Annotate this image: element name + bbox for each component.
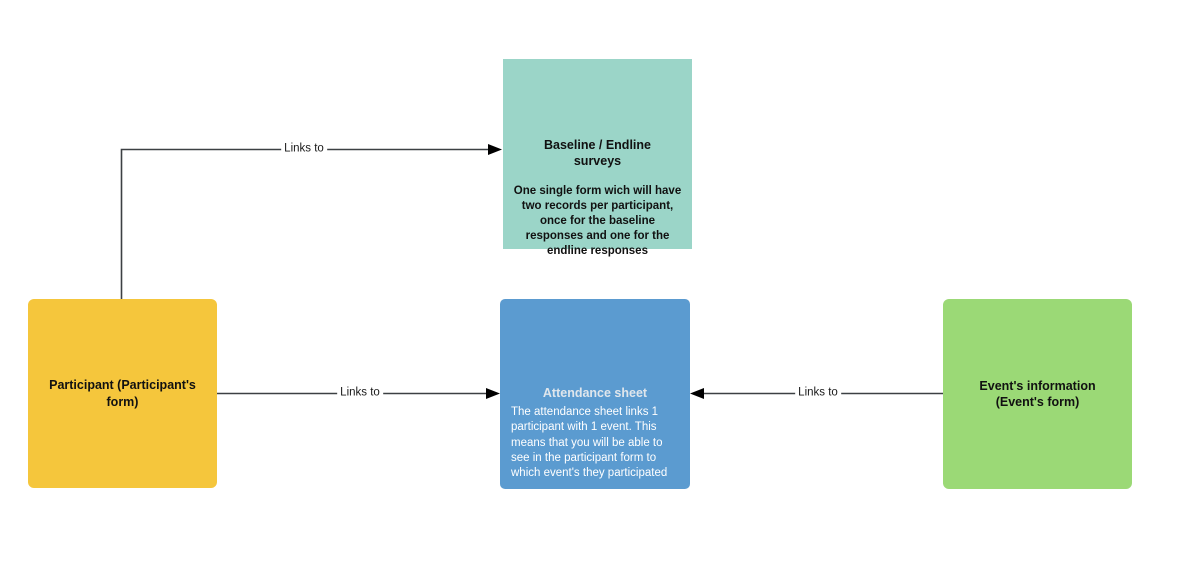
arrowhead-icon [488, 144, 502, 155]
node-surveys-title: Baseline / Endline surveys [544, 138, 651, 169]
node-event-form[interactable]: Event's information (Event's form) [943, 299, 1132, 489]
node-baseline-endline-surveys[interactable]: Baseline / Endline surveys One single fo… [503, 59, 692, 257]
arrowhead-icon [486, 388, 500, 399]
edge-path [120, 148, 492, 299]
node-attendance-title: Attendance sheet [542, 386, 648, 400]
edge-label-participant-to-surveys: Links to [281, 142, 327, 156]
edge-label-event-to-attendance: Links to [795, 386, 841, 400]
arrowhead-icon [690, 388, 704, 399]
node-attendance-sheet[interactable]: Attendance sheet The attendance sheet li… [500, 299, 690, 489]
node-participant-form[interactable]: Participant (Participant's form) [28, 299, 217, 488]
node-event-title: Event's information (Event's form) [979, 378, 1096, 409]
node-surveys-description: One single form wich will have two recor… [513, 184, 682, 258]
node-participant-title: Participant (Participant's form) [49, 378, 196, 409]
edge-participant-to-surveys [120, 144, 502, 299]
node-attendance-description: The attendance sheet links 1 participant… [511, 406, 668, 479]
edge-label-participant-to-attendance: Links to [337, 386, 383, 400]
